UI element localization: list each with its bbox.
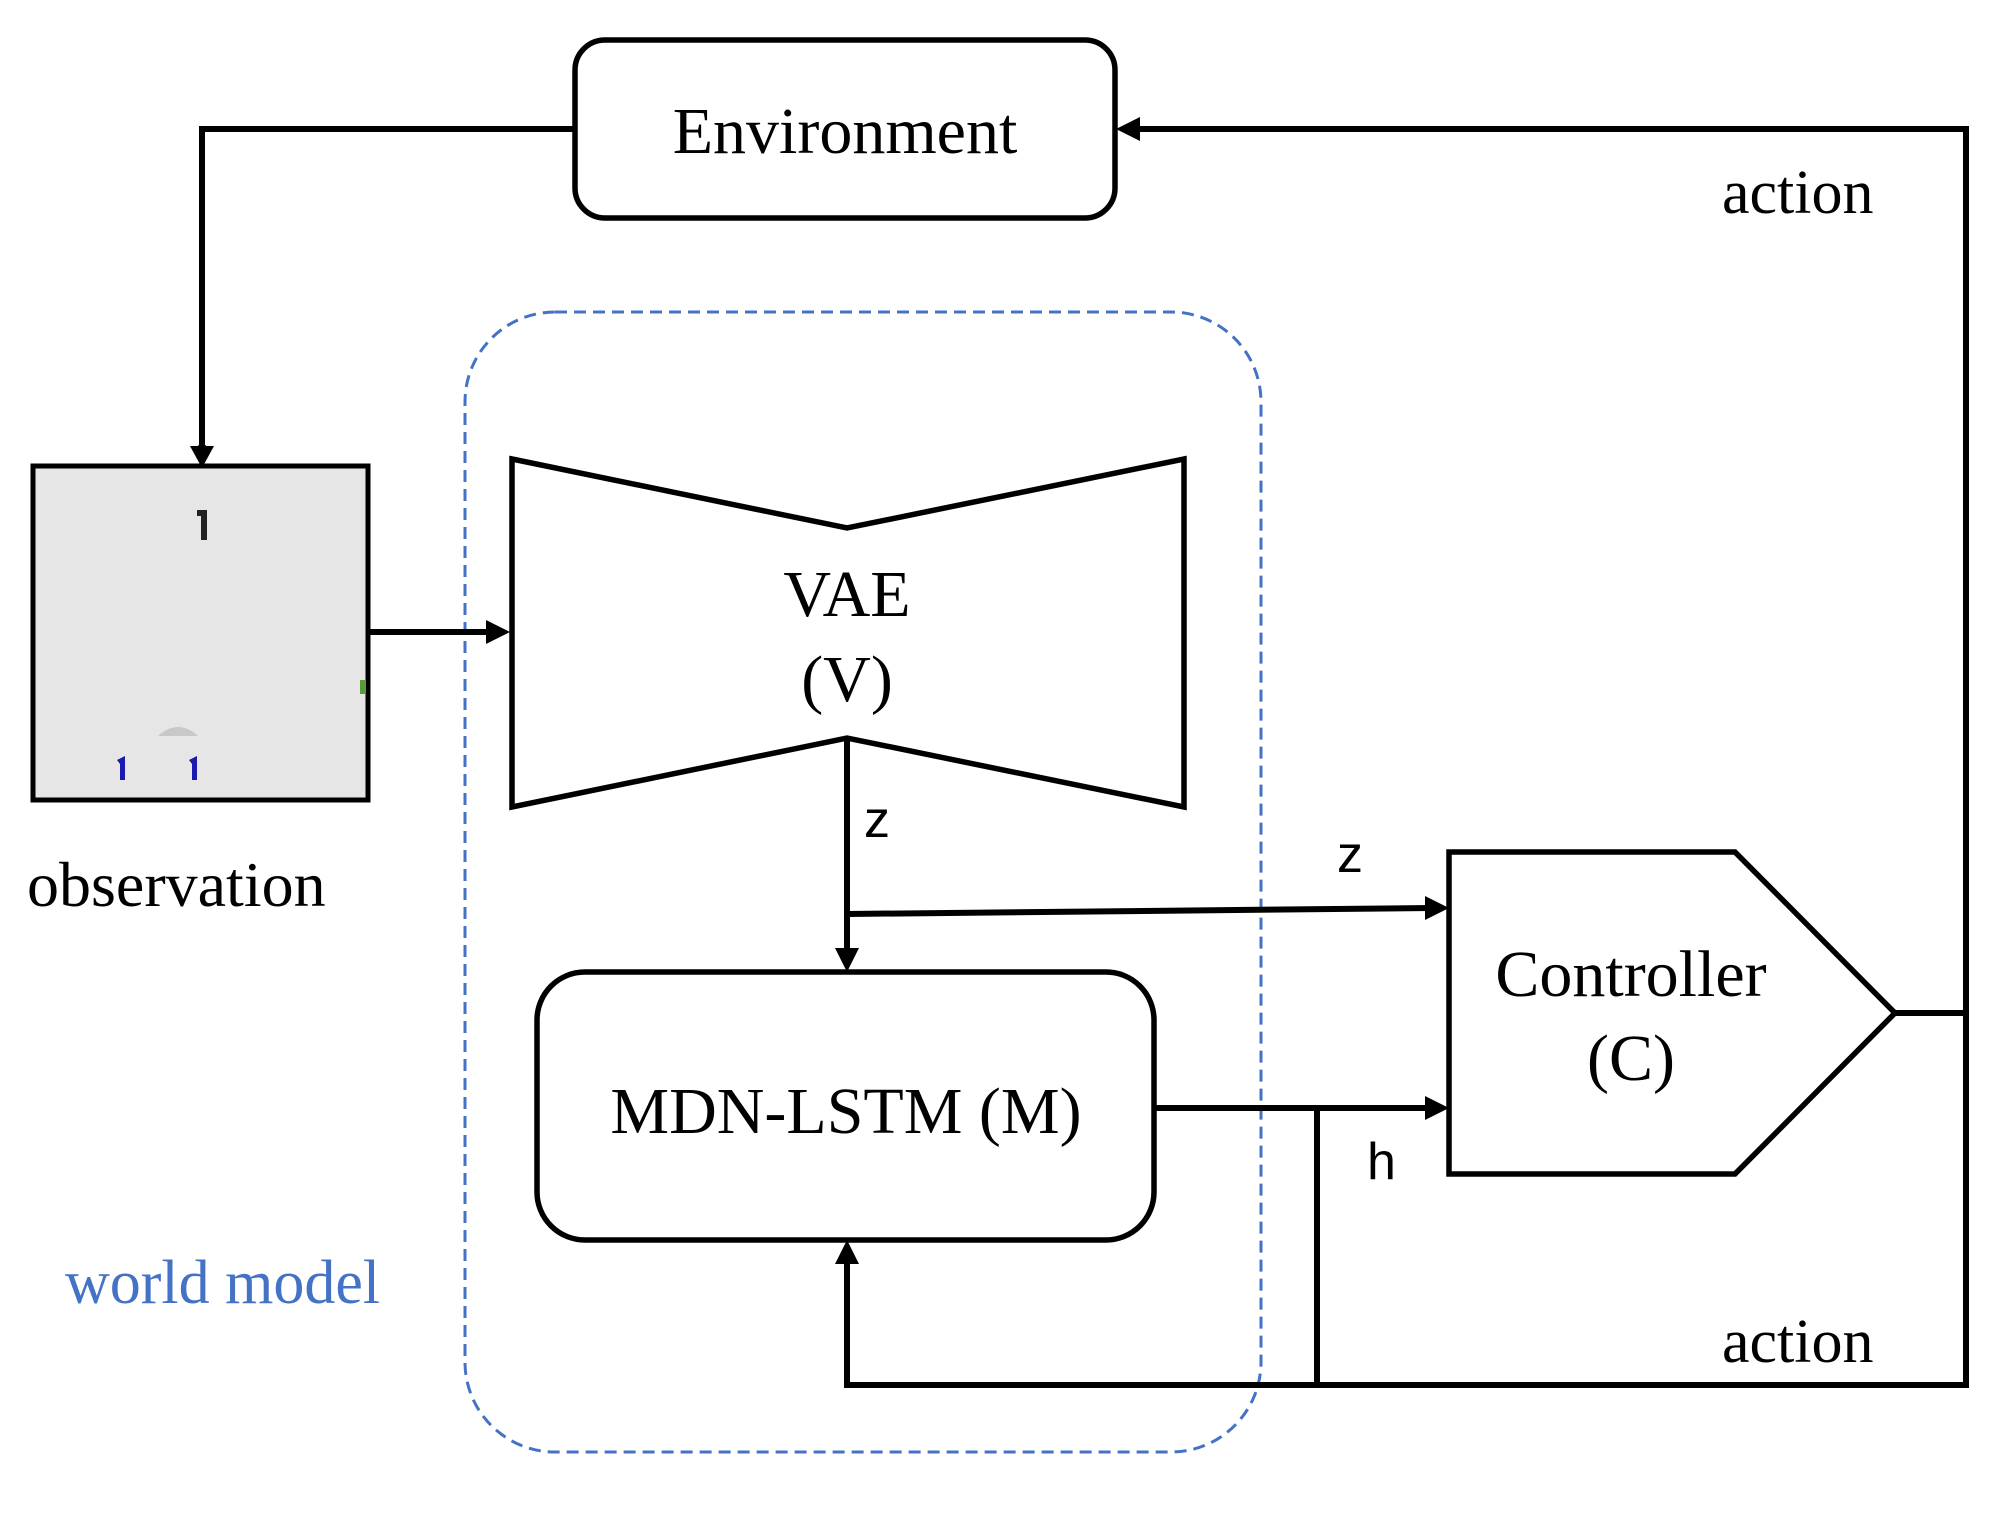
edge-label-z-vae: z — [864, 791, 890, 849]
vae-label-line2: (V) — [801, 643, 893, 716]
edge-z-to-controller — [846, 905, 1432, 917]
arrowhead-environment-icon — [1116, 117, 1140, 141]
edge-label-z-controller: z — [1337, 826, 1363, 884]
edge-label-action-bottom: action — [1722, 1308, 1874, 1376]
edge-controller-to-environment — [1134, 126, 1969, 1016]
controller-node: Controller (C) — [1446, 849, 1899, 1177]
observation-label: observation — [27, 849, 326, 920]
enemy-sprite-icon-1 — [117, 756, 125, 780]
edge-label-h: h — [1367, 1133, 1396, 1191]
green-marker-icon — [360, 680, 366, 694]
controller-label-line2: (C) — [1587, 1022, 1675, 1095]
world-model-region — [463, 310, 1263, 1454]
arrowhead-controller-z-icon — [1425, 896, 1449, 920]
edge-environment-to-observation — [198, 126, 575, 453]
arrowhead-mdn-bottom-icon — [835, 1240, 859, 1264]
player-sprite-icon — [197, 510, 207, 540]
mdn-lstm-node: MDN-LSTM (M) — [534, 969, 1157, 1243]
enemy-sprite-icon-2 — [189, 756, 197, 780]
arrowhead-controller-h-icon — [1425, 1096, 1449, 1120]
edge-controller-to-mdn — [844, 1013, 1969, 1388]
world-model-label: world model — [65, 1249, 380, 1317]
edge-label-action-top: action — [1722, 159, 1874, 227]
vae-node: VAE (V) — [509, 455, 1187, 811]
environment-label: Environment — [673, 95, 1018, 168]
projectile-sprite-icon — [158, 727, 198, 736]
arrowhead-mdn-top-icon — [835, 948, 859, 972]
observation-frame — [30, 463, 371, 803]
arrowhead-vae-icon — [486, 620, 510, 644]
arrowhead-observation-icon — [190, 446, 214, 468]
mdn-lstm-label: MDN-LSTM (M) — [610, 1075, 1081, 1148]
controller-label-line1: Controller — [1495, 938, 1766, 1011]
environment-node: Environment — [572, 37, 1118, 221]
vae-label-line1: VAE — [783, 558, 910, 631]
